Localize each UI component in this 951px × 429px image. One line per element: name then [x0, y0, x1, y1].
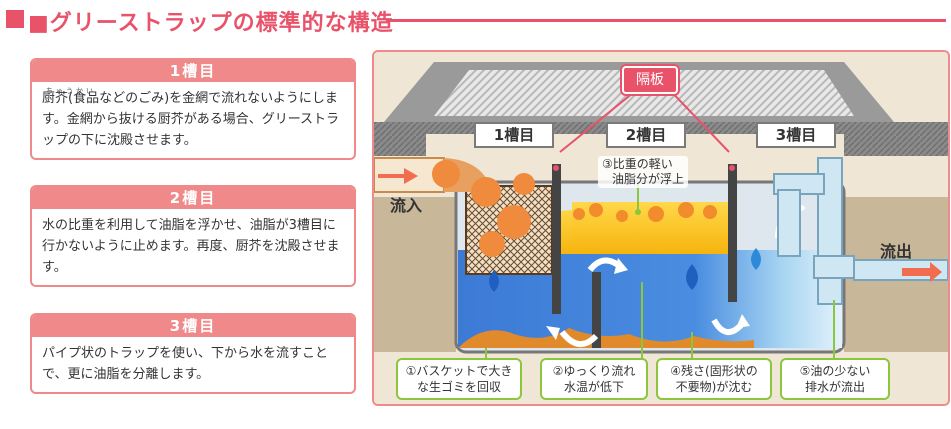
card-tank1-heading: 1槽目	[32, 60, 354, 82]
callout-outflow: ⑤油の少ない 排水が流出	[780, 358, 890, 400]
partition-label: 隔板	[622, 66, 678, 94]
title-row: ■グリーストラップの標準的な構造	[0, 0, 951, 40]
callout-outflow-line1: ⑤油の少ない	[799, 364, 871, 378]
debris-icons	[432, 160, 535, 257]
callout-slow-flow: ②ゆっくり流れ 水温が低下	[540, 358, 648, 400]
title-square-marker	[6, 10, 24, 28]
tank-label-3: 3槽目	[756, 122, 836, 148]
callout-basket-line2: な生ゴミを回収	[416, 380, 501, 394]
callout-sediment-line1: ④残さ(固形状の	[670, 364, 758, 378]
tank-label-1: 1槽目	[474, 122, 554, 148]
callout-sediment: ④残さ(固形状の 不要物)が沈む	[656, 358, 772, 400]
callout-slow-flow-line2: 水温が低下	[563, 380, 624, 394]
grease-trap-diagram: 隔板 1槽目 2槽目 3槽目 流入 流出 ③比重の軽い 油脂分が浮上 ①バスケッ…	[372, 50, 950, 406]
callout-outflow-line2: 排水が流出	[804, 380, 865, 394]
card-tank3-heading: 3槽目	[32, 315, 354, 337]
card-tank1-ruby: ちゅうかい	[46, 87, 96, 95]
card-tank2-heading: 2槽目	[32, 187, 354, 209]
float-note-line1: ③比重の軽い	[602, 157, 673, 171]
float-note: ③比重の軽い 油脂分が浮上	[598, 156, 689, 188]
float-note-line2: 油脂分が浮上	[612, 172, 685, 186]
card-tank3: 3槽目 パイプ状のトラップを使い、下から水を流すことで、更に油脂を分離します。	[30, 313, 356, 394]
outflow-label: 流出	[880, 242, 913, 261]
callout-sediment-line2: 不要物)が沈む	[675, 380, 753, 394]
callout-basket-line1: ①バスケットで大き	[405, 364, 513, 378]
diagram-illustration	[374, 52, 948, 404]
card-tank2-body: 水の比重を利用して油脂を浮かせ、油脂が3槽目に行かないように止めます。再度、厨芥…	[42, 218, 340, 275]
card-tank2: 2槽目 水の比重を利用して油脂を浮かせ、油脂が3槽目に行かないように止めます。再…	[30, 185, 356, 287]
card-tank1-body: 厨芥(食品などのごみ)を金網で流れないようにします。金網から抜ける厨芥がある場合…	[42, 91, 340, 148]
callout-basket: ①バスケットで大き な生ゴミを回収	[396, 358, 522, 400]
card-tank1: 1槽目 ちゅうかい 厨芥(食品などのごみ)を金網で流れないようにします。金網から…	[30, 58, 356, 160]
inflow-label: 流入	[390, 196, 423, 215]
tank-label-2: 2槽目	[606, 122, 686, 148]
title-underline	[386, 19, 946, 22]
card-tank3-body: パイプ状のトラップを使い、下から水を流すことで、更に油脂を分離します。	[42, 346, 329, 382]
page-title: ■グリーストラップの標準的な構造	[28, 11, 394, 36]
callout-slow-flow-line1: ②ゆっくり流れ	[552, 364, 636, 378]
